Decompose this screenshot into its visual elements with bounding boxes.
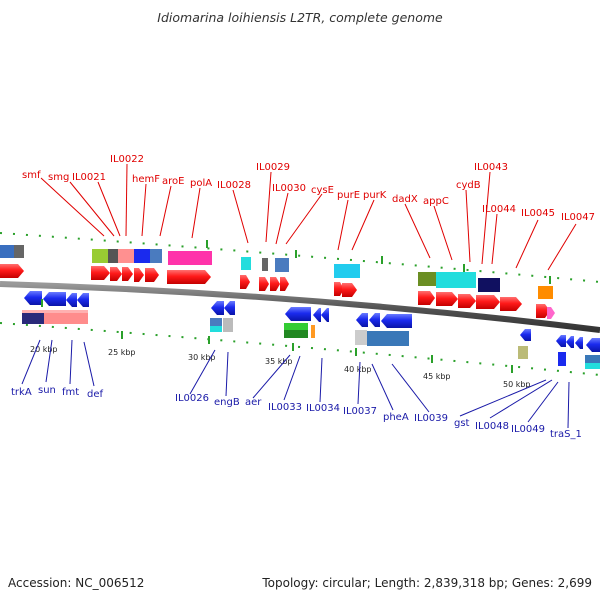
accession-text: Accession: NC_006512 — [8, 576, 144, 590]
gene-label-il0049: IL0049 — [511, 424, 545, 435]
gene-label-il0043: IL0043 — [474, 162, 508, 173]
scale-label: 30 kbp — [188, 353, 216, 362]
forward-track-dots — [0, 232, 600, 283]
gene-label-il0044: IL0044 — [482, 204, 516, 215]
gene-label-trka: trkA — [11, 387, 32, 398]
gene-label-il0047: IL0047 — [561, 212, 595, 223]
gene-label-il0045: IL0045 — [521, 208, 555, 219]
scale-label: 25 kbp — [108, 348, 136, 357]
gene-label-il0028: IL0028 — [217, 180, 251, 191]
reverse-feature-blocks — [22, 310, 600, 369]
gene-label-engb: engB — [214, 397, 240, 408]
gene-label-sun: sun — [38, 385, 56, 396]
forward-leader-lines — [40, 163, 577, 271]
scale-labels: 20 kbp 25 kbp 30 kbp 35 kbp 40 kbp 45 kb… — [30, 345, 531, 389]
gene-label-il0030: IL0030 — [272, 183, 306, 194]
gene-label-appc: appC — [423, 196, 449, 207]
forward-gene-labels: smf smg IL0021 IL0022 hemF aroE polA IL0… — [22, 154, 595, 223]
reverse-genes — [24, 291, 600, 352]
scale-label: 35 kbp — [265, 357, 293, 366]
genome-backbone — [0, 281, 600, 333]
gene-label-aer: aer — [245, 397, 262, 408]
gene-label-il0026: IL0026 — [175, 393, 209, 404]
gene-label-il0029: IL0029 — [256, 162, 290, 173]
gene-label-smf: smf — [22, 170, 41, 181]
forward-feature-blocks — [0, 245, 553, 299]
gene-label-gst: gst — [454, 418, 470, 429]
gene-label-def: def — [87, 389, 104, 400]
scale-label: 45 kbp — [423, 372, 451, 381]
scale-label: 50 kbp — [503, 380, 531, 389]
gene-label-il0021: IL0021 — [72, 172, 106, 183]
genome-stats-text: Topology: circular; Length: 2,839,318 bp… — [261, 576, 592, 590]
map-title: Idiomarina loihiensis L2TR, complete gen… — [157, 10, 443, 25]
scale-label: 20 kbp — [30, 345, 58, 354]
gene-label-phea: pheA — [383, 412, 409, 423]
gene-label-il0037: IL0037 — [343, 406, 377, 417]
gene-label-dadx: dadX — [392, 194, 418, 205]
gene-label-il0048: IL0048 — [475, 421, 509, 432]
gene-label-tras-1: traS_1 — [550, 429, 582, 440]
gene-label-cyse: cysE — [311, 185, 334, 196]
gene-label-il0033: IL0033 — [268, 402, 302, 413]
scale-ticks — [41, 240, 551, 373]
gene-label-pure: purE — [337, 190, 360, 201]
gene-label-aroe: aroE — [162, 176, 184, 187]
gene-label-pola: polA — [190, 178, 212, 189]
forward-genes — [0, 264, 555, 319]
gene-label-purk: purK — [363, 190, 387, 201]
gene-label-hemf: hemF — [132, 174, 160, 185]
gene-label-il0022: IL0022 — [110, 154, 144, 165]
reverse-leader-lines — [21, 339, 570, 429]
scale-label: 40 kbp — [344, 365, 372, 374]
gene-label-il0039: IL0039 — [414, 413, 448, 424]
reverse-track-dots — [0, 322, 600, 376]
gene-label-fmt: fmt — [62, 387, 79, 398]
gene-label-il0034: IL0034 — [306, 403, 340, 414]
gene-label-cydb: cydB — [456, 180, 481, 191]
reverse-gene-labels: trkA sun fmt def IL0026 engB aer IL0033 … — [11, 385, 582, 440]
gene-label-smg: smg — [48, 172, 69, 183]
